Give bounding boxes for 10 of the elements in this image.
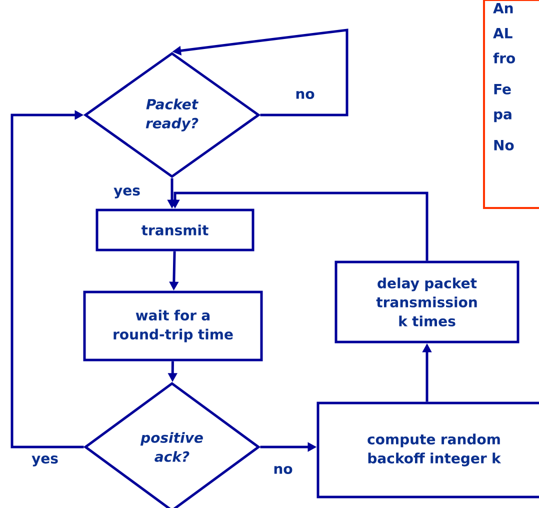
- process-box: delay packet transmission k times: [334, 260, 520, 344]
- process-box: transmit: [96, 208, 254, 252]
- edge-label: no: [274, 466, 292, 474]
- arrow: [10, 110, 84, 448]
- process-box: compute random backoff integer k: [316, 402, 539, 498]
- edge-label: yes: [114, 188, 140, 198]
- edge-label: yes: [32, 456, 58, 466]
- process-box: wait for a round-trip time: [83, 290, 263, 362]
- edge-label: no: [296, 90, 314, 100]
- note-box: An AL fro Fe pa No: [483, 0, 539, 209]
